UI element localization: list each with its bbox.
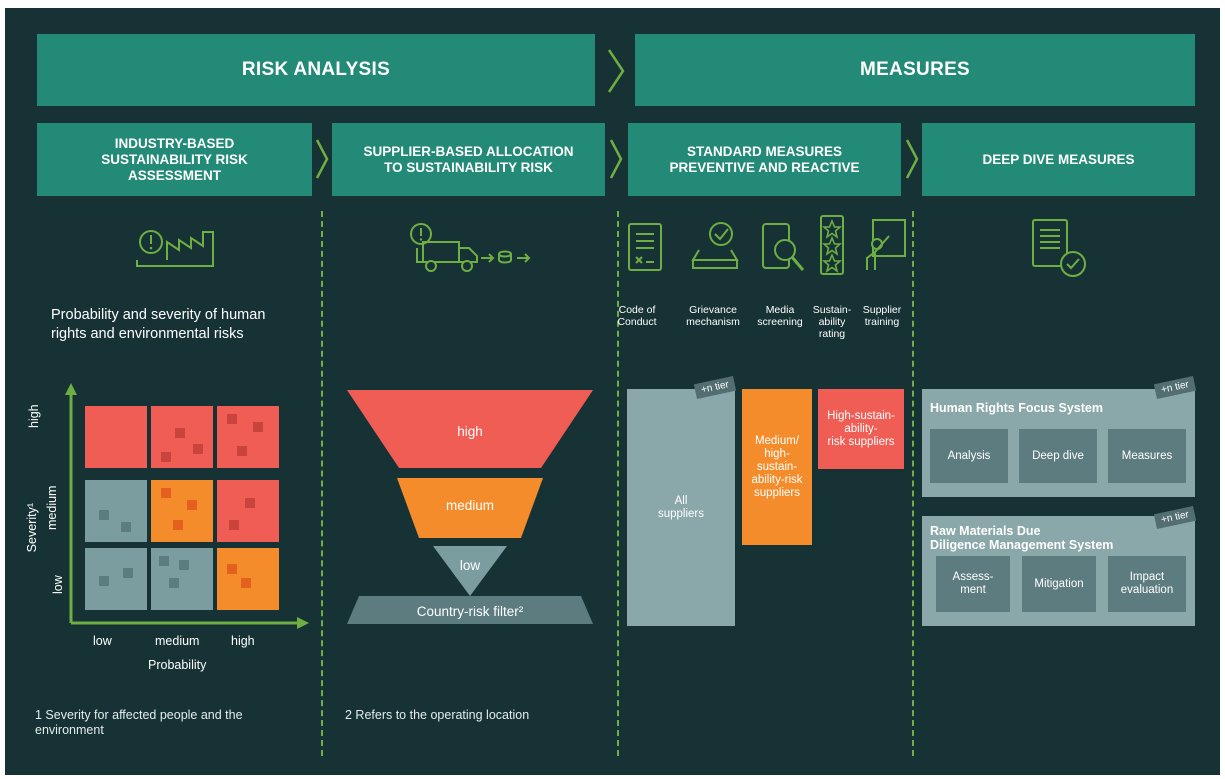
- funnel-label-low: low: [459, 558, 481, 573]
- y-tick-low: low: [51, 575, 65, 594]
- rm-step-mitigation: Mitigation: [1022, 556, 1096, 612]
- funnel-label-country-filter: Country-risk filter²: [416, 604, 524, 619]
- measure-label-supplier-training: Supplier training: [862, 304, 902, 328]
- hr-step-analysis: Analysis: [930, 429, 1008, 483]
- matrix-cell-low-low: [85, 548, 147, 610]
- deep-dive-title: DEEP DIVE MEASURES: [982, 151, 1135, 167]
- x-tick-low: low: [93, 634, 112, 648]
- matrix-cell-low-medium: [151, 548, 213, 610]
- risk-analysis-header: RISK ANALYSIS: [37, 34, 595, 106]
- rm-step-impact-evaluation: Impact evaluation: [1108, 556, 1186, 612]
- measures-title: MEASURES: [859, 59, 971, 80]
- matrix-cell-medium-medium: [151, 480, 213, 542]
- standard-measures-header: STANDARD MEASURES PREVENTIVE AND REACTIV…: [628, 123, 901, 196]
- risk-funnel: [347, 390, 593, 624]
- truck-delivery-icon: [410, 223, 531, 272]
- raw-materials-title: Raw Materials Due Diligence Management S…: [930, 524, 1114, 552]
- matrix-cell-medium-high: [217, 480, 279, 542]
- y-tick-medium: medium: [45, 485, 59, 530]
- chevron-right-icon: [607, 49, 625, 93]
- matrix-description: Probability and severity of human rights…: [51, 307, 266, 342]
- funnel-high: [347, 390, 593, 468]
- rm-step-assessment: Assess- ment: [936, 556, 1010, 612]
- medium-high-risk-label: Medium/ high- sustain- ability-risk supp…: [751, 434, 803, 499]
- checklist-document-icon: [1032, 219, 1086, 277]
- y-axis-label: Severity¹: [25, 503, 39, 553]
- supplier-allocation-header: SUPPLIER-BASED ALLOCATION TO SUSTAINABIL…: [332, 123, 605, 196]
- training-board-icon: [866, 219, 906, 270]
- high-risk-bar: High-sustain- ability- risk suppliers: [818, 389, 904, 469]
- footnote-severity: 1 Severity for affected people and the e…: [35, 708, 243, 737]
- all-suppliers-label: All suppliers: [657, 494, 705, 520]
- document-icon: [628, 223, 662, 271]
- industry-assessment-header: INDUSTRY-BASED SUSTAINABILITY RISK ASSES…: [37, 123, 312, 196]
- x-tick-medium: medium: [155, 634, 200, 648]
- matrix-cell-low-high: [217, 548, 279, 610]
- human-rights-panel: Human Rights Focus System Analysis Deep …: [922, 389, 1195, 497]
- column-divider: [617, 211, 619, 756]
- human-rights-title: Human Rights Focus System: [930, 401, 1103, 415]
- supplier-allocation-title: SUPPLIER-BASED ALLOCATION TO SUSTAINABIL…: [363, 143, 574, 175]
- rating-stars-icon: [820, 215, 844, 275]
- matrix-cell-high-medium: [151, 406, 213, 468]
- high-risk-label: High-sustain- ability- risk suppliers: [827, 409, 895, 448]
- hr-step-deep-dive: Deep dive: [1019, 429, 1097, 483]
- phone-search-icon: [762, 223, 805, 271]
- industry-assessment-title: INDUSTRY-BASED SUSTAINABILITY RISK ASSES…: [101, 135, 248, 183]
- column-divider: [912, 211, 914, 756]
- deep-dive-header: DEEP DIVE MEASURES: [922, 123, 1195, 196]
- matrix-axes: [65, 383, 309, 629]
- measure-label-code-of-conduct: Code of Conduct: [617, 304, 657, 328]
- chevron-right-icon: [609, 139, 623, 179]
- measure-label-sustainability-rating: Sustain- ability rating: [812, 304, 852, 340]
- x-axis-label: Probability: [148, 658, 207, 672]
- risk-analysis-title: RISK ANALYSIS: [241, 59, 391, 80]
- footnote-location: 2 Refers to the operating location: [345, 708, 530, 722]
- x-tick-high: high: [231, 634, 255, 648]
- raw-materials-panel: Raw Materials Due Diligence Management S…: [922, 516, 1195, 626]
- diagram-canvas: RISK ANALYSIS MEASURES INDUSTRY-BASED SU…: [5, 8, 1220, 775]
- measure-label-grievance: Grievance mechanism: [686, 304, 740, 328]
- chevron-right-icon: [905, 139, 919, 179]
- matrix-cell-medium-low: [85, 480, 147, 542]
- chevron-right-icon: [315, 139, 329, 179]
- funnel-label-medium: medium: [445, 498, 494, 513]
- measure-label-media-screening: Media screening: [757, 304, 803, 328]
- medium-high-risk-bar: Medium/ high- sustain- ability-risk supp…: [742, 389, 812, 545]
- measures-header: MEASURES: [635, 34, 1195, 106]
- funnel-medium: [397, 478, 543, 538]
- column-divider: [321, 211, 323, 756]
- country-risk-filter-bar: [347, 596, 593, 624]
- all-suppliers-bar: All suppliers: [627, 389, 735, 626]
- y-tick-high: high: [27, 404, 41, 428]
- matrix-cell-high-high: [217, 406, 279, 468]
- matrix-cell-high-low: [85, 406, 147, 468]
- funnel-low: [433, 546, 507, 596]
- standard-measures-title: STANDARD MEASURES PREVENTIVE AND REACTIV…: [669, 143, 860, 175]
- funnel-label-high: high: [457, 424, 483, 439]
- ballot-box-icon: [691, 222, 739, 269]
- factory-risk-icon: [136, 230, 214, 267]
- hr-step-measures: Measures: [1108, 429, 1186, 483]
